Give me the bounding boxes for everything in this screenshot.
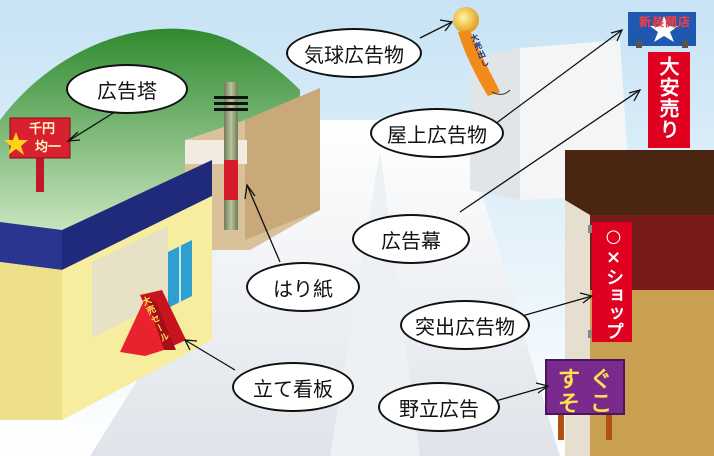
label-posted-bill: はり紙 (246, 262, 360, 312)
advertising-balloon (453, 7, 511, 96)
road-center (330, 150, 420, 456)
projecting-sign (588, 222, 632, 342)
billboard-text-line1: すぐ (558, 368, 623, 393)
rooftop-sign-text: 新装開店 (638, 15, 691, 29)
label-balloon-advertising: 気球広告物 (286, 28, 422, 78)
tower-sign-text-2: 均一 (35, 139, 61, 155)
utility-pole (214, 82, 248, 230)
left-building (0, 160, 212, 420)
billboard-text-line2: そこ (558, 392, 623, 417)
label-advertising-banner: 広告幕 (352, 214, 470, 264)
label-rooftop-advertising: 屋上広告物 (370, 108, 504, 158)
label-projecting-sign: 突出広告物 (400, 300, 530, 350)
tower-sign (4, 117, 71, 192)
label-standing-signboard: 立て看板 (232, 362, 354, 412)
tower-sign-text-1: 千円 (29, 121, 55, 137)
a-frame-sign (120, 290, 186, 356)
pointer-arrows (66, 19, 642, 403)
label-advertising-tower: 広告塔 (66, 64, 188, 114)
label-field-billboard: 野立広告 (378, 382, 500, 432)
rooftop-sign (628, 12, 696, 48)
standing-billboard (545, 359, 625, 440)
vertical-banner (648, 52, 690, 148)
projecting-sign-text: ○×ショップ (603, 226, 624, 340)
vertical-banner-text: 大安売り (656, 56, 680, 140)
